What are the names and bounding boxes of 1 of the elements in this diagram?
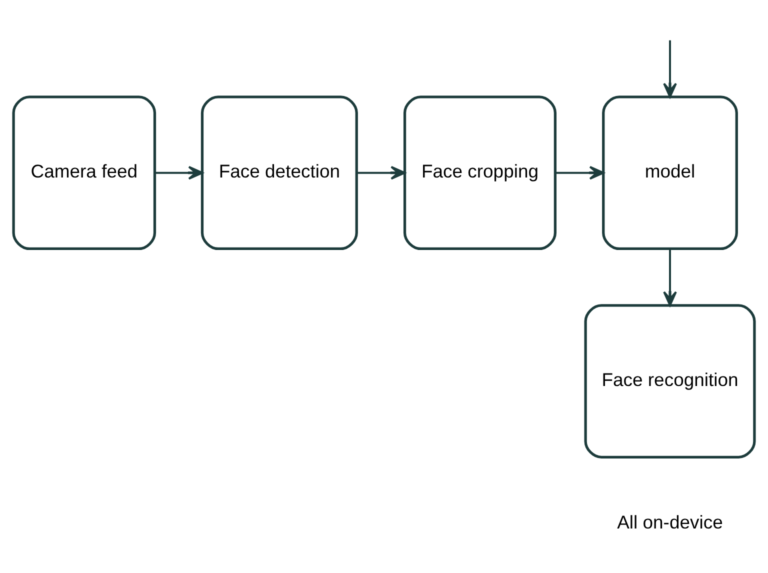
node-label: All on-device	[617, 512, 723, 533]
